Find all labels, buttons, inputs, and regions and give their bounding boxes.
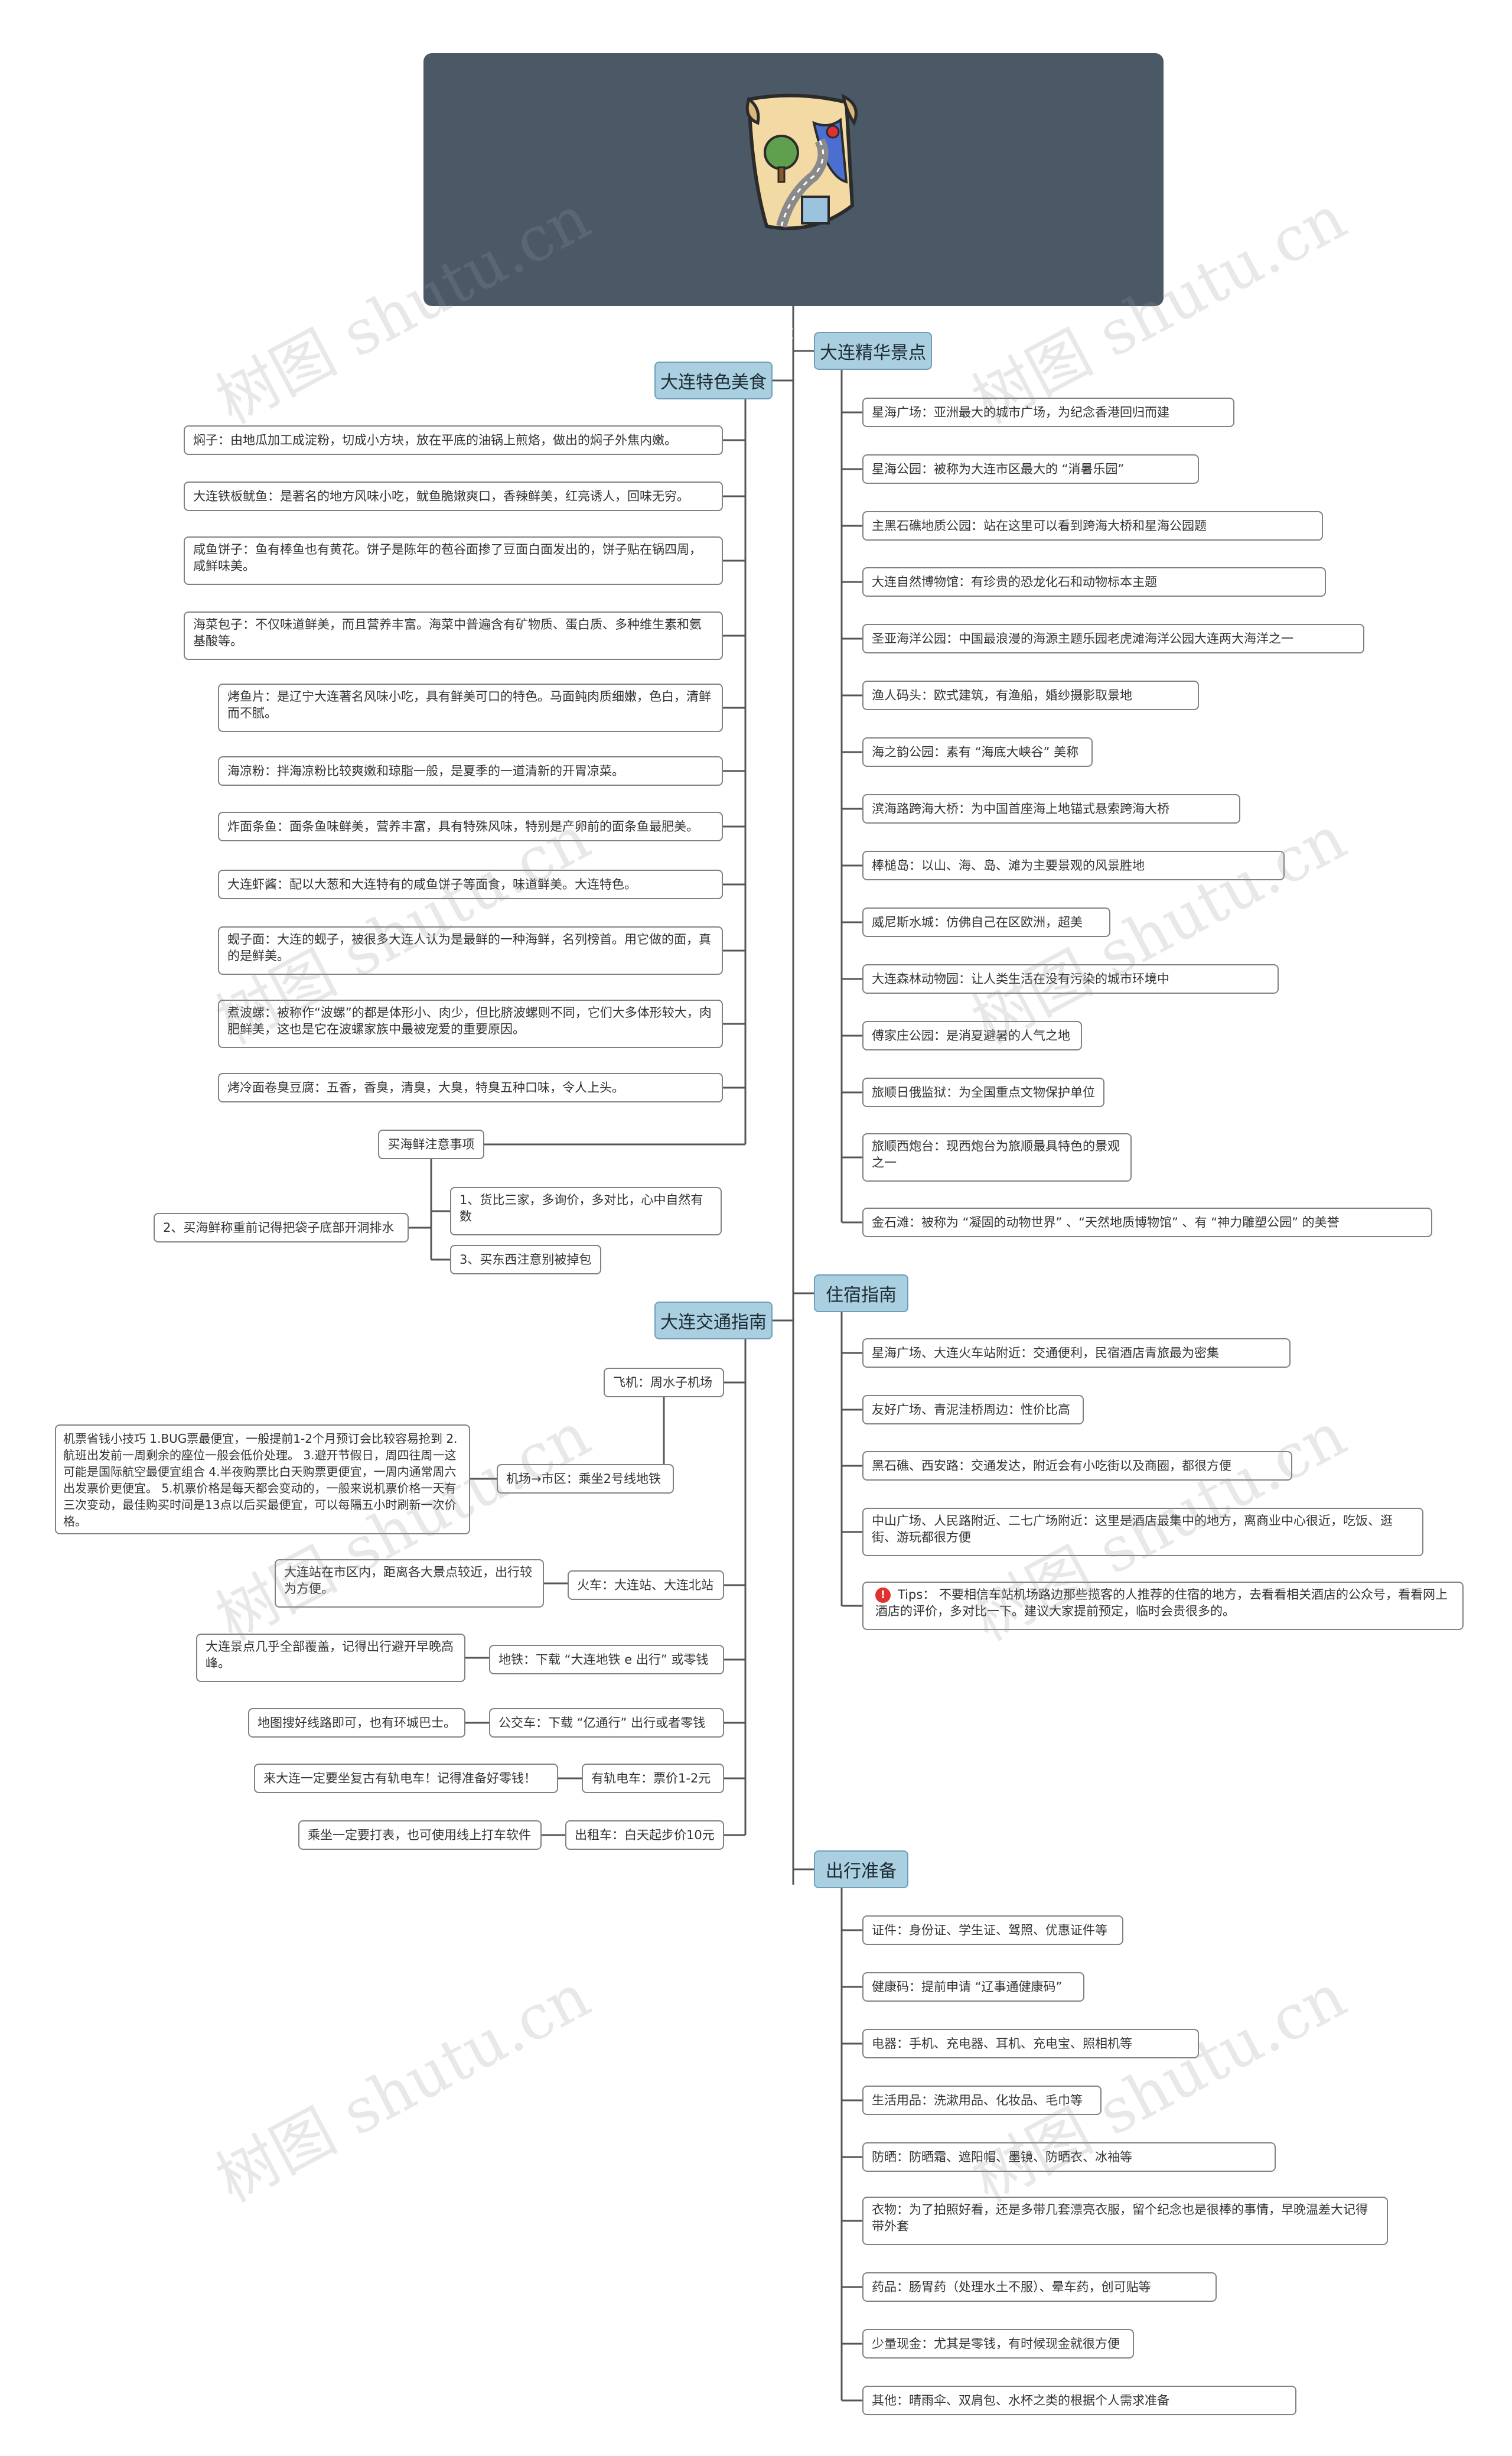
spot-item[interactable]: 圣亚海洋公园：中国最浪漫的海源主题乐园老虎滩海洋公园大连两大海洋之一: [862, 624, 1364, 653]
food-item[interactable]: 烤冷面卷臭豆腐：五香，香臭，清臭，大臭，特臭五种口味，令人上头。: [218, 1073, 723, 1102]
transport-mode[interactable]: 有轨电车：票价1-2元: [582, 1764, 724, 1793]
food-item[interactable]: 大连铁板鱿鱼：是著名的地方风味小吃，鱿鱼脆嫩爽口，香辣鲜美，红亮诱人，回味无穷。: [184, 482, 723, 511]
spot-item[interactable]: 星海广场：亚洲最大的城市广场，为纪念香港回归而建: [862, 398, 1234, 427]
prep-item[interactable]: 证件：身份证、学生证、驾照、优惠证件等: [862, 1915, 1123, 1945]
alert-icon: !: [875, 1588, 891, 1603]
lodging-item[interactable]: 星海广场、大连火车站附近：交通便利，民宿酒店青旅最为密集: [862, 1338, 1291, 1368]
lodging-item[interactable]: 友好广场、青泥洼桥周边：性价比高: [862, 1395, 1084, 1424]
transport-mode-note[interactable]: 来大连一定要坐复古有轨电车！记得准备好零钱！: [254, 1764, 558, 1793]
root-title: 大连旅游必备攻略: [703, 323, 884, 349]
transport-mode[interactable]: 地铁：下载 “大连地铁 e 出行” 或零钱: [489, 1645, 724, 1674]
spot-item[interactable]: 主黑石礁地质公园：站在这里可以看到跨海大桥和星海公园题: [862, 511, 1323, 541]
spot-item[interactable]: 金石滩：被称为 “凝固的动物世界” 、“天然地质博物馆” 、有 “神力雕塑公园”…: [862, 1208, 1432, 1237]
transport-mode-note[interactable]: 乘坐一定要打表，也可使用线上打车软件: [298, 1820, 542, 1850]
lodging-tip-text: Tips： 不要相信车站机场路边那些揽客的人推荐的住宿的地方，去看看相关酒店的公…: [875, 1588, 1448, 1618]
food-item[interactable]: 大连虾酱：配以大葱和大连特有的咸鱼饼子等面食，味道鲜美。大连特色。: [218, 870, 723, 899]
topic-lodging[interactable]: 住宿指南: [814, 1274, 908, 1312]
spot-item[interactable]: 傅家庄公园：是消夏避暑的人气之地: [862, 1021, 1082, 1050]
prep-item[interactable]: 少量现金：尤其是零钱，有时候现金就很方便: [862, 2329, 1134, 2359]
transport-plane-note[interactable]: 机票省钱小技巧 1.BUG票最便宜，一般提前1-2个月预订会比较容易抢到 2.航…: [55, 1424, 470, 1534]
topic-prep[interactable]: 出行准备: [814, 1850, 908, 1888]
seafood-node[interactable]: 买海鲜注意事项: [378, 1130, 484, 1159]
food-item[interactable]: 焖子：由地瓜加工成淀粉，切成小方块，放在平底的油锅上煎烙，做出的焖子外焦内嫩。: [184, 425, 723, 455]
spot-item[interactable]: 渔人码头：欧式建筑，有渔船，婚纱摄影取景地: [862, 681, 1199, 710]
lodging-item[interactable]: 中山广场、人民路附近、二七广场附近：这里是酒店最集中的地方，离商业中心很近，吃饭…: [862, 1508, 1423, 1556]
prep-item[interactable]: 药品：肠胃药（处理水土不服）、晕车药，创可贴等: [862, 2272, 1217, 2302]
transport-mode-note[interactable]: 大连站在市区内，距离各大景点较近，出行较为方便。: [275, 1559, 544, 1608]
watermark: 树图 shutu.cn: [204, 1959, 601, 2216]
spot-item[interactable]: 大连森林动物园：让人类生活在没有污染的城市环境中: [862, 964, 1279, 994]
seafood-tip[interactable]: 1、货比三家，多询价，多对比，心中自然有数: [450, 1187, 722, 1235]
transport-mode-note[interactable]: 地图搜好线路即可，也有环城巴士。: [248, 1708, 465, 1738]
food-item[interactable]: 咸鱼饼子：鱼有棒鱼也有黄花。饼子是陈年的苞谷面掺了豆面白面发出的，饼子贴在锅四周…: [184, 536, 723, 585]
prep-item[interactable]: 电器：手机、充电器、耳机、充电宝、照相机等: [862, 2029, 1199, 2058]
transport-airport[interactable]: 机场→市区：乘坐2号线地铁: [497, 1464, 674, 1494]
food-item[interactable]: 海凉粉：拌海凉粉比较爽嫩和琼脂一般，是夏季的一道清新的开胃凉菜。: [218, 756, 723, 786]
spot-item[interactable]: 大连自然博物馆：有珍贵的恐龙化石和动物标本主题: [862, 567, 1326, 597]
seafood-tip[interactable]: 2、买海鲜称重前记得把袋子底部开洞排水: [154, 1213, 409, 1242]
topic-food[interactable]: 大连特色美食: [654, 362, 773, 399]
spot-item[interactable]: 旅顺日俄监狱：为全国重点文物保护单位: [862, 1078, 1104, 1107]
food-item[interactable]: 海菜包子：不仅味道鲜美，而且营养丰富。海菜中普遍含有矿物质、蛋白质、多种维生素和…: [184, 611, 723, 660]
food-item[interactable]: 烤鱼片：是辽宁大连著名风味小吃，具有鲜美可口的特色。马面鲀肉质细嫩，色白，清鲜而…: [218, 684, 723, 732]
seafood-tip[interactable]: 3、买东西注意别被掉包: [450, 1245, 601, 1274]
spot-item[interactable]: 棒槌岛：以山、海、岛、滩为主要景观的风景胜地: [862, 851, 1285, 880]
prep-item[interactable]: 生活用品：洗漱用品、化妆品、毛巾等: [862, 2086, 1102, 2115]
topic-spots[interactable]: 大连精华景点: [814, 332, 932, 370]
transport-mode[interactable]: 出租车：白天起步价10元: [565, 1820, 724, 1850]
spot-item[interactable]: 旅顺西炮台：现西炮台为旅顺最具特色的景观之一: [862, 1133, 1132, 1182]
prep-item[interactable]: 其他：晴雨伞、双肩包、水杯之类的根据个人需求准备: [862, 2386, 1296, 2415]
transport-plane[interactable]: 飞机：周水子机场: [604, 1368, 724, 1397]
topic-transport[interactable]: 大连交通指南: [654, 1302, 773, 1339]
food-item[interactable]: 蚬子面：大连的蚬子，被很多大连人认为是最鲜的一种海鲜，名列榜首。用它做的面，真的…: [218, 926, 723, 975]
transport-mode[interactable]: 公交车：下载 “亿通行” 出行或者零钱: [489, 1708, 724, 1738]
prep-item[interactable]: 健康码：提前申请 “辽事通健康码”: [862, 1972, 1084, 2002]
lodging-item[interactable]: 黑石礁、西安路：交通发达，附近会有小吃街以及商圈，都很方便: [862, 1451, 1292, 1481]
lodging-tip[interactable]: !Tips： 不要相信车站机场路边那些揽客的人推荐的住宿的地方，去看看相关酒店的…: [862, 1582, 1464, 1630]
spot-item[interactable]: 滨海路跨海大桥：为中国首座海上地锚式悬索跨海大桥: [862, 794, 1240, 824]
spot-item[interactable]: 星海公园：被称为大连市区最大的 “消暑乐园”: [862, 454, 1199, 484]
prep-item[interactable]: 衣物：为了拍照好看，还是多带几套漂亮衣服，留个纪念也是很棒的事情，早晚温差大记得…: [862, 2197, 1388, 2245]
food-item[interactable]: 煮波螺：被称作“波螺”的都是体形小、肉少，但比脐波螺则不同，它们大多体形较大，肉…: [218, 1000, 723, 1048]
transport-mode[interactable]: 火车：大连站、大连北站: [568, 1570, 724, 1600]
food-item[interactable]: 炸面条鱼：面条鱼味鲜美，营养丰富，具有特殊风味，特别是产卵前的面条鱼最肥美。: [218, 812, 723, 841]
transport-mode-note[interactable]: 大连景点几乎全部覆盖，记得出行避开早晚高峰。: [196, 1634, 465, 1682]
spot-item[interactable]: 海之韵公园：素有 “海底大峡谷” 美称: [862, 737, 1093, 767]
prep-item[interactable]: 防晒：防晒霜、遮阳帽、墨镜、防晒衣、冰袖等: [862, 2142, 1276, 2172]
spot-item[interactable]: 威尼斯水城：仿佛自己在区欧洲，超美: [862, 907, 1110, 937]
treasure-map-icon: [745, 93, 858, 230]
